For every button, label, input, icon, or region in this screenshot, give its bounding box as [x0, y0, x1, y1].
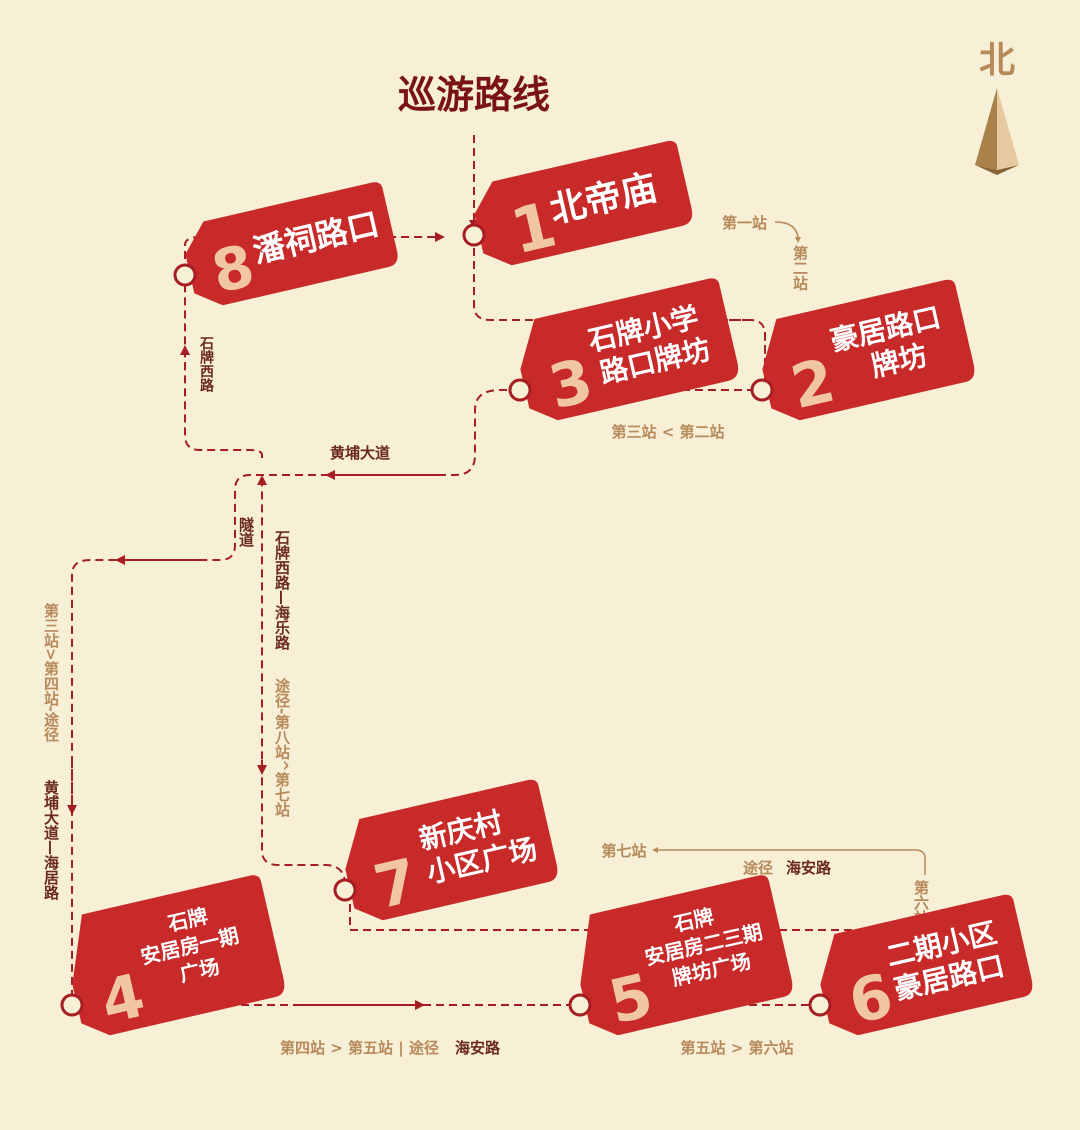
map-title: 巡游路线	[398, 73, 550, 117]
stop-6-pin-icon	[808, 993, 832, 1017]
aux-arrows	[652, 221, 926, 875]
stop-8[interactable]: 8 潘祠路口	[164, 181, 400, 316]
stop-3[interactable]: 3 石牌小学 路口牌坊	[495, 277, 741, 433]
north-compass-icon: 北	[975, 40, 1019, 175]
label-second-station: 第二站	[791, 245, 809, 292]
stop-1[interactable]: 1 北帝庙	[453, 139, 696, 279]
label-via-road: 海安路	[786, 859, 832, 877]
stop-7-pin-icon	[333, 878, 357, 902]
north-label: 北	[979, 40, 1015, 81]
stop-2[interactable]: 2 豪居路口 牌坊	[737, 278, 977, 432]
stop-4[interactable]: 4 石牌 安居房一期 广场	[43, 874, 288, 1048]
stop-2-pin-icon	[750, 378, 774, 402]
stop-5[interactable]: 5 石牌 安居房二三期 牌坊广场	[551, 874, 796, 1048]
stop-7[interactable]: 7 新庆村 小区广场	[320, 778, 560, 932]
label-first-station: 第一站	[722, 214, 767, 232]
label-shipai-west-road: 石牌西路	[198, 336, 215, 392]
label-huangpu-haiju: 黄埔大道—海居路	[42, 779, 60, 900]
label-seventh-station: 第七站	[601, 842, 646, 860]
stop-1-pin-icon	[462, 223, 486, 247]
label-via: 途径	[743, 859, 773, 877]
label-tunnel: 隧道	[237, 516, 255, 547]
label-s5-s6: 第五站 > 第六站	[680, 1039, 793, 1057]
label-huangpu-avenue: 黄埔大道	[330, 444, 390, 462]
label-s3-s4-via: 第三站>第四站-途径	[42, 602, 60, 743]
stop-8-pin-icon	[173, 263, 197, 287]
stop-3-pin-icon	[508, 378, 532, 402]
label-shipai-west-hailelu: 石牌西路—海乐路	[273, 530, 291, 650]
label-s4-s5: 第四站 > 第五站 | 途径	[280, 1039, 439, 1058]
stop-5-pin-icon	[568, 993, 592, 1017]
label-s4-s5-road: 海安路	[455, 1039, 501, 1057]
label-s3-s2: 第三站 < 第二站	[611, 423, 724, 441]
label-via-s8-s7: 途径-第八站^第七站	[273, 677, 291, 818]
stop-4-pin-icon	[60, 993, 84, 1017]
stop-6[interactable]: 6 二期小区 豪居路口	[795, 893, 1035, 1047]
